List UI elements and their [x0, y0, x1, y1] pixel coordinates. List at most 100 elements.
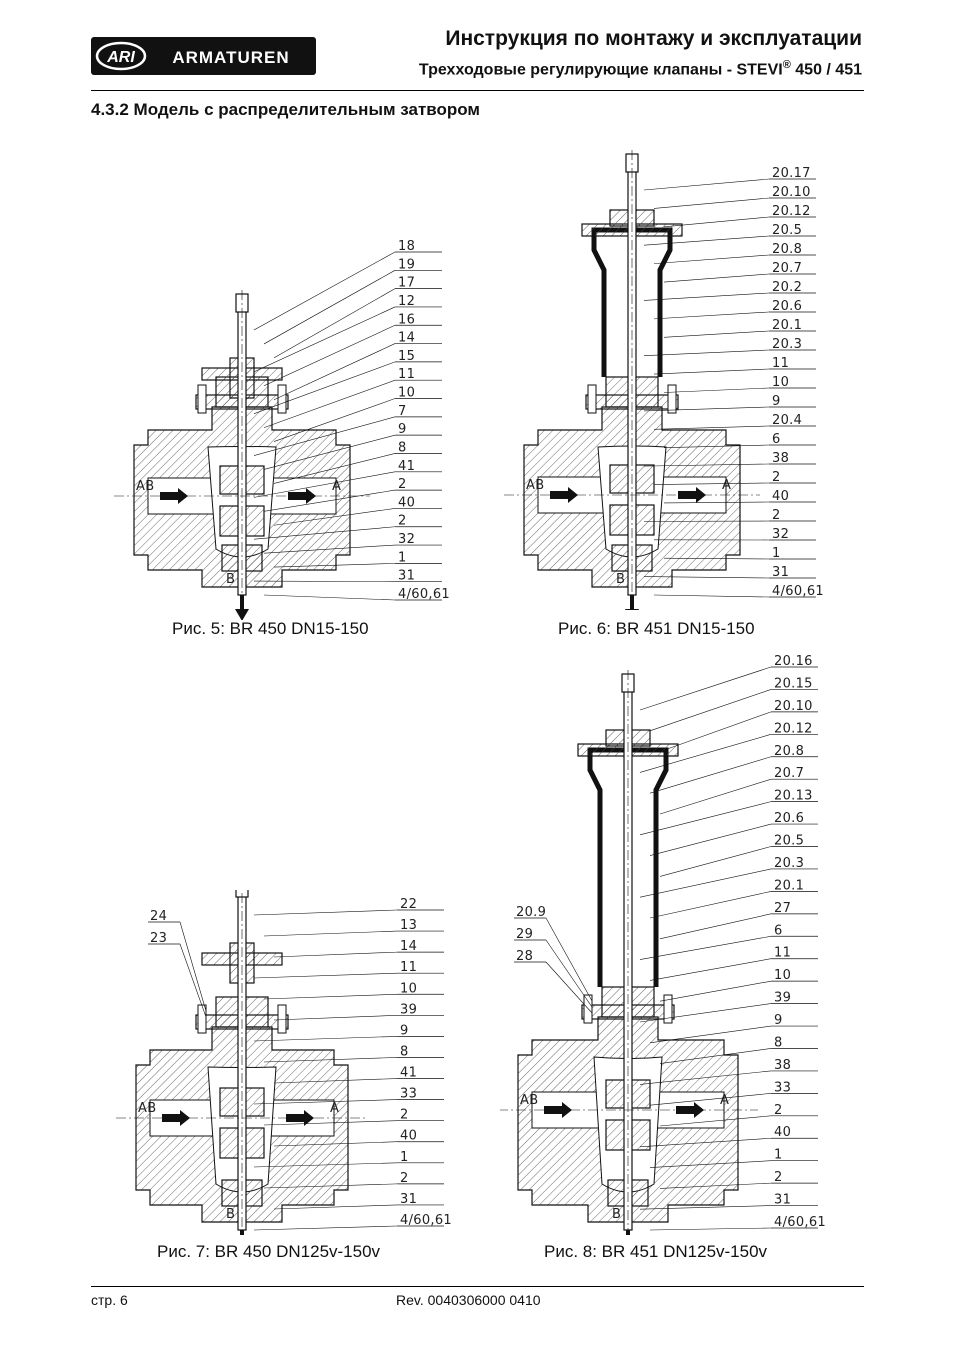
callout-label: 11 [400, 960, 417, 975]
callout-label: 41 [398, 459, 415, 474]
leader-line [639, 935, 772, 960]
callout-label: 20.15 [774, 676, 813, 691]
leader-line [663, 273, 770, 283]
footer-rule [91, 1286, 864, 1287]
callout-label: 20.3 [772, 337, 802, 352]
callout-label: 9 [398, 422, 407, 437]
leader-line [639, 666, 772, 711]
leader-line [253, 251, 396, 331]
callout-label-left: 24 [150, 909, 167, 924]
port-label-b: B [226, 1207, 235, 1222]
callout-label: 31 [398, 569, 415, 584]
leader-line [639, 868, 772, 898]
port-label-ab: AB [520, 1093, 538, 1108]
outlet-arrow [235, 595, 249, 620]
leader-line [273, 1204, 398, 1210]
callout-label: 40 [400, 1129, 417, 1144]
leader-line [663, 557, 770, 560]
leader-line [253, 1099, 398, 1105]
callout-label: 15 [398, 349, 415, 364]
leader-line [653, 197, 770, 209]
callout-label: 1 [774, 1148, 783, 1163]
callout-label: 20.6 [774, 811, 804, 826]
callout-label: 22 [400, 897, 417, 912]
leader-line [643, 349, 770, 356]
leader-line [253, 526, 396, 540]
port-label-a: A [722, 478, 731, 493]
leader-line [179, 943, 207, 1018]
callout-label: 20.8 [772, 242, 802, 257]
callout-label: 20.5 [774, 834, 804, 849]
leader-line [273, 343, 396, 401]
callout-label: 20.7 [774, 766, 804, 781]
leader-line [263, 993, 398, 1000]
bonnet-bolt [277, 1004, 287, 1034]
leader-line [263, 270, 396, 345]
callout-label: 39 [400, 1002, 417, 1017]
callout-label: 39 [774, 991, 791, 1006]
revision-number: Rev. 0040306000 0410 [396, 1292, 541, 1308]
callout-label: 40 [398, 495, 415, 510]
callout-label: 1 [398, 550, 407, 565]
leader-line [639, 801, 772, 836]
document-title: Инструкция по монтажу и эксплуатации [445, 27, 862, 50]
callout-label: 20.10 [774, 699, 813, 714]
callout-label: 20.16 [774, 654, 813, 669]
port-label-b: B [616, 572, 625, 587]
leader-line [649, 891, 772, 919]
leader-line [253, 361, 396, 414]
leader-line [639, 1137, 772, 1148]
leader-line [273, 1078, 398, 1084]
callout-label: 20.1 [772, 318, 802, 333]
callout-label-left: 28 [516, 949, 533, 964]
callout-label: 31 [400, 1192, 417, 1207]
callout-label: 13 [400, 918, 417, 933]
callout-label: 20.1 [774, 878, 804, 893]
leader-line [263, 930, 398, 937]
flow-arrow [550, 487, 578, 503]
section-heading: 4.3.2 Модель с распределительным затворо… [91, 100, 480, 119]
leader-line [273, 951, 398, 958]
callout-label: 20.4 [772, 413, 802, 428]
leader-line [643, 292, 770, 301]
callout-label: 20.8 [774, 744, 804, 759]
callout-label: 38 [774, 1058, 791, 1073]
leader-line [253, 1036, 398, 1042]
port-label-a: A [332, 479, 341, 494]
document-subtitle: Трехходовые регулирующие клапаны - STEVI… [418, 59, 862, 79]
leader-line [253, 306, 396, 373]
callout-label: 6 [774, 923, 783, 938]
port-label-a: A [330, 1101, 339, 1116]
callout-label-left: 23 [150, 931, 167, 946]
callout-label: 12 [398, 294, 415, 309]
callout-label: 4/60,61 [400, 1213, 452, 1228]
flow-arrow [162, 1110, 190, 1126]
callout-label: 20.12 [774, 721, 813, 736]
callout-label: 41 [400, 1066, 417, 1081]
figure-8-caption: Рис. 8: BR 451 DN125v-150v [544, 1242, 768, 1261]
callout-label: 10 [772, 375, 789, 390]
callout-label: 10 [398, 386, 415, 401]
port-label-ab: AB [526, 478, 544, 493]
ari-armaturen-logo: ARI ARMATUREN [91, 37, 316, 75]
callout-label: 4/60,61 [774, 1215, 826, 1230]
callout-label: 2 [400, 1108, 409, 1123]
callout-label: 20.13 [774, 789, 813, 804]
leader-line [653, 254, 770, 264]
callout-label: 9 [774, 1013, 783, 1028]
flow-arrow [676, 1102, 704, 1118]
port-label-ab: AB [138, 1101, 156, 1116]
callout-label: 18 [398, 239, 415, 254]
callout-label: 10 [774, 968, 791, 983]
leader-line [639, 1070, 772, 1085]
callout-label: 20.3 [774, 856, 804, 871]
port-label-b: B [226, 572, 235, 587]
callout-label: 14 [400, 939, 417, 954]
leader-line [659, 846, 772, 877]
leader-line [253, 1162, 398, 1168]
leader-line [253, 909, 398, 916]
leader-line [649, 958, 772, 981]
callout-label: 11 [772, 356, 789, 371]
